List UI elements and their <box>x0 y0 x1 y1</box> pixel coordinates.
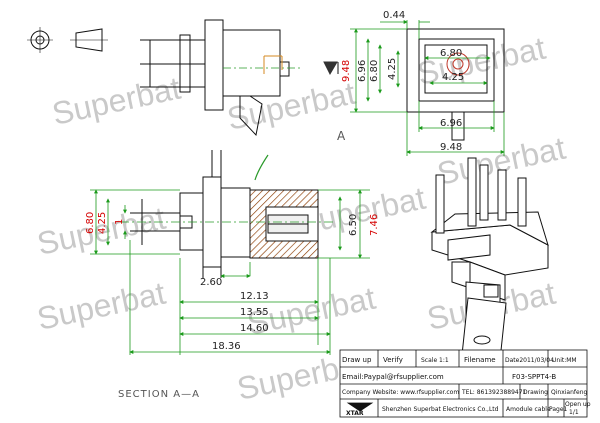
title-filename-label: Filename <box>464 356 496 364</box>
svg-text:Superbat: Superbat <box>49 70 184 132</box>
dim-6-80-vertical: 6.80 <box>369 60 380 82</box>
section-marker-a: A <box>337 129 346 143</box>
dim-2-60: 2.60 <box>200 277 222 288</box>
dim-6-96-vertical: 6.96 <box>357 60 368 82</box>
title-cable: Amodule cable <box>506 406 551 413</box>
dim-4-25-vertical: 4.25 <box>387 58 398 80</box>
title-block <box>339 349 588 418</box>
dim-6-50: 6.50 <box>348 214 359 236</box>
dim-4-25-horizontal: 4.25 <box>442 72 464 83</box>
section-view-dimensions <box>90 189 370 355</box>
title-page-label: Page1 <box>549 406 568 413</box>
front-view-dimensions <box>350 20 505 156</box>
title-draw-up: Draw up <box>342 356 372 364</box>
dim-9-48-vertical: 9.48 <box>341 60 352 82</box>
title-tel: TEL: 8613923889471 <box>461 389 527 396</box>
title-unit: Unit:MM <box>552 357 577 364</box>
dim-0-44: 0.44 <box>383 10 405 21</box>
dim-4-25-section: 4.25 <box>97 212 108 234</box>
section-label: SECTION A—A <box>118 389 200 400</box>
dim-6-80-section: 6.80 <box>85 212 96 234</box>
dim-1-section: 1 <box>114 219 125 225</box>
dim-9-48-horizontal: 9.48 <box>440 142 462 153</box>
dim-12-13: 12.13 <box>240 291 269 302</box>
title-company: Shenzhen Superbat Electronics Co.,Ltd <box>382 406 499 413</box>
title-date: Date2011/03/04 <box>505 357 554 364</box>
title-logo: XTAR <box>346 410 364 417</box>
title-email: Email:Paypal@rfsupplier.com <box>342 373 444 381</box>
dim-18-36: 18.36 <box>212 341 241 352</box>
section-view <box>120 150 335 278</box>
dim-6-80-horizontal: 6.80 <box>440 48 462 59</box>
svg-text:Superbat: Superbat <box>224 75 359 137</box>
title-part-number: F03-SPPT4-B <box>512 373 556 381</box>
dim-6-96-horizontal: 6.96 <box>440 118 462 129</box>
projection-symbol <box>27 27 108 53</box>
dim-7-46: 7.46 <box>369 214 380 236</box>
title-drawing-label: Drawing <box>523 389 548 396</box>
dim-14-60: 14.60 <box>240 323 269 334</box>
dim-13-55: 13.55 <box>240 307 269 318</box>
title-page-number: 1/1 <box>569 409 579 416</box>
title-drawer: Qinxianfeng <box>551 389 587 396</box>
title-website: Company Website: www.rfsupplier.com <box>342 389 459 396</box>
title-verify: Verify <box>383 356 403 364</box>
title-open-up: Open up <box>565 401 591 408</box>
title-scale: Scale 1:1 <box>421 357 449 364</box>
side-view-top <box>140 19 339 181</box>
svg-text:Superbat: Superbat <box>34 275 169 337</box>
